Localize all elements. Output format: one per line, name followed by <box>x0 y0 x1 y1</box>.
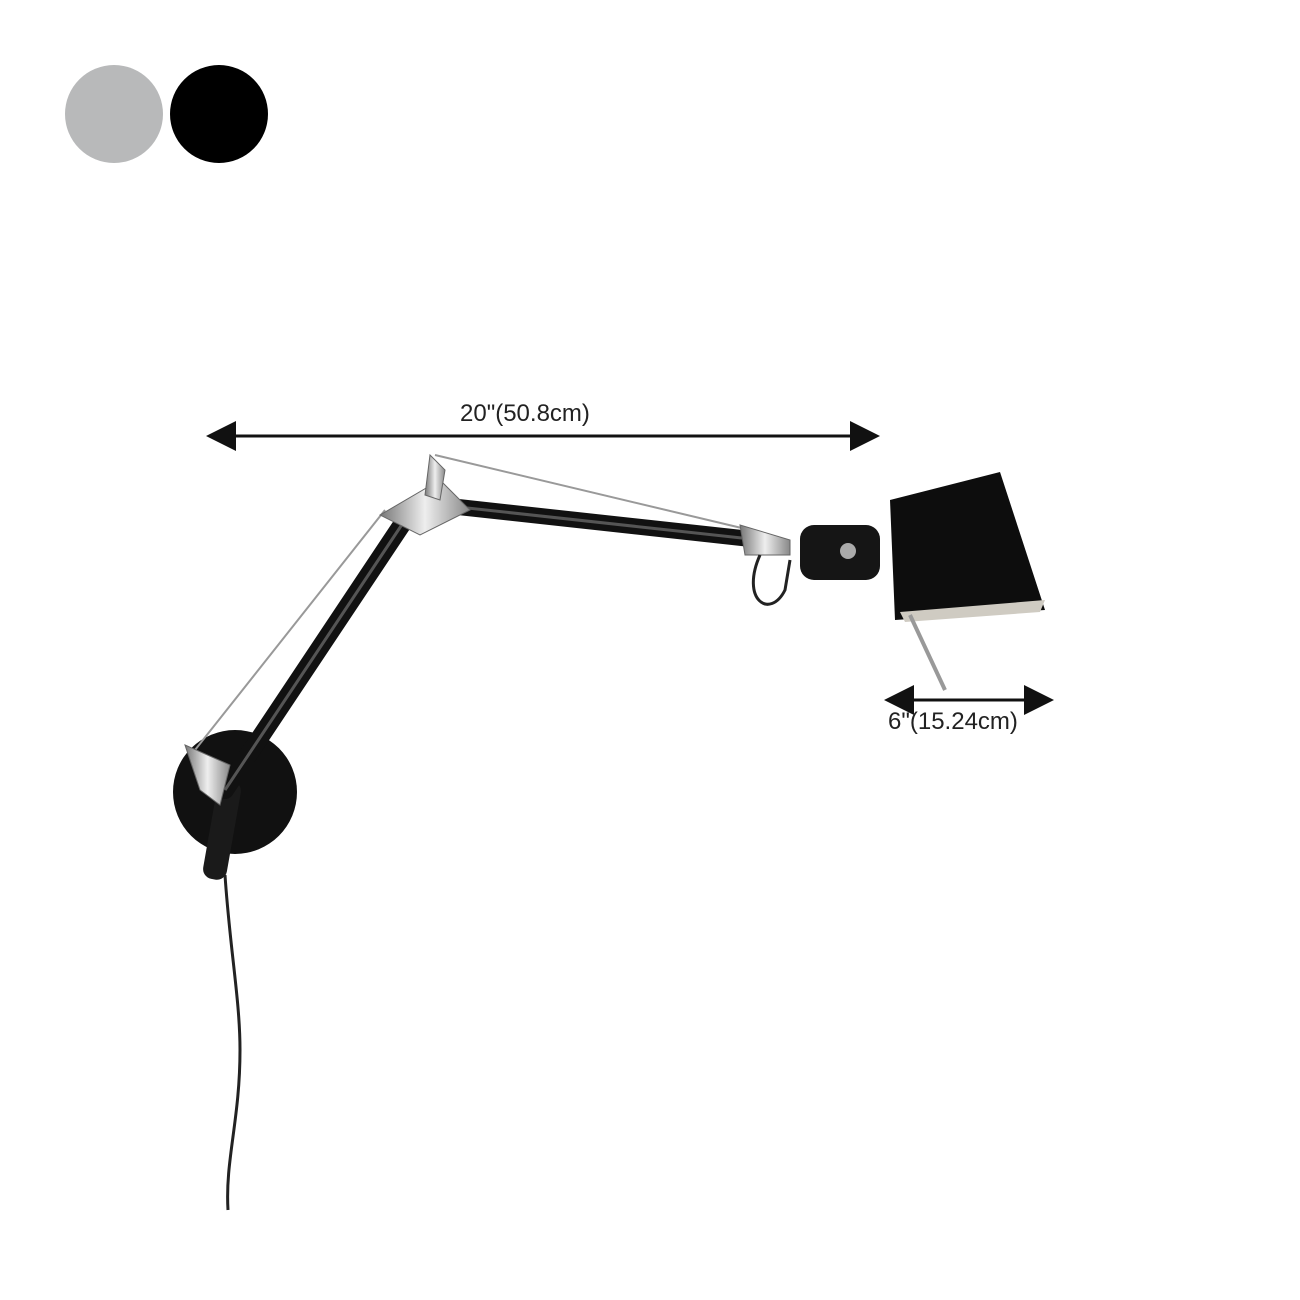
color-swatch-silver[interactable] <box>65 65 163 163</box>
power-cord <box>223 874 242 1211</box>
arm-length-label: 20"(50.8cm) <box>460 400 590 427</box>
lamp-shade <box>890 472 1045 620</box>
color-swatch-black[interactable] <box>170 65 268 163</box>
shade-diameter-label: 6"(15.24cm) <box>888 708 1018 735</box>
